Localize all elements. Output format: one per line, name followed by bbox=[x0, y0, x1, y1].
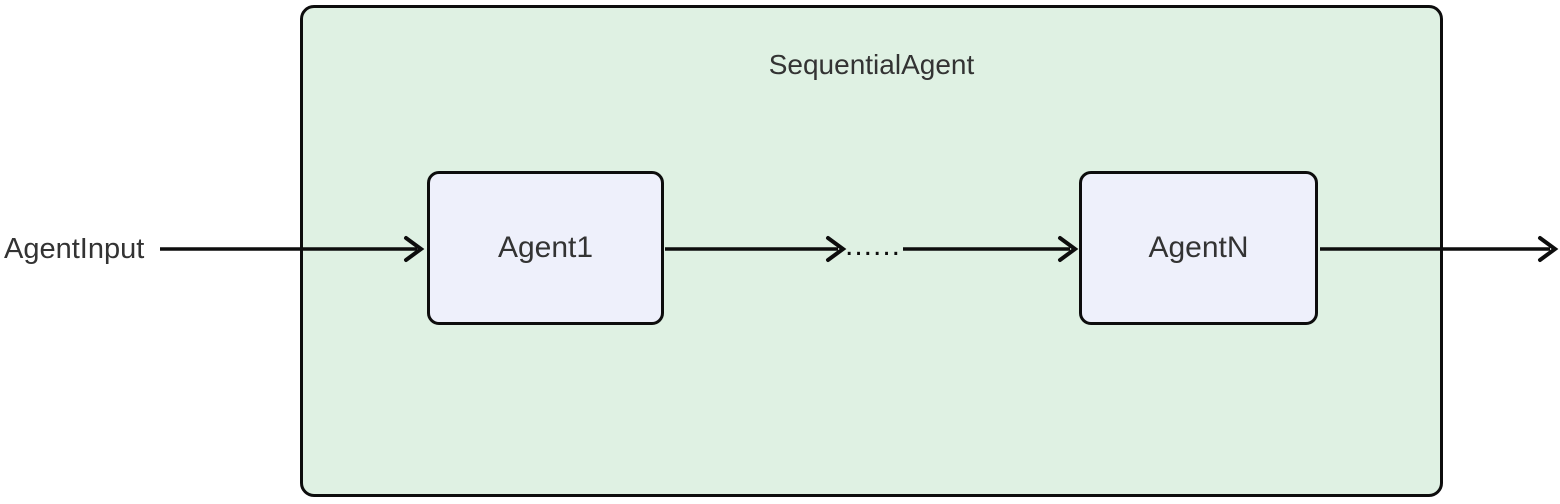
agent-input-label: AgentInput bbox=[4, 232, 145, 265]
node-agent1-label: Agent1 bbox=[497, 231, 594, 264]
container-title: SequentialAgent bbox=[768, 49, 975, 80]
node-agent1: Agent1 bbox=[427, 171, 664, 325]
ellipsis-label: ...... bbox=[844, 229, 901, 262]
arrowhead-agentn-to-output bbox=[1538, 236, 1559, 262]
node-agentn: AgentN bbox=[1079, 171, 1318, 325]
node-agentn-label: AgentN bbox=[1148, 231, 1249, 264]
